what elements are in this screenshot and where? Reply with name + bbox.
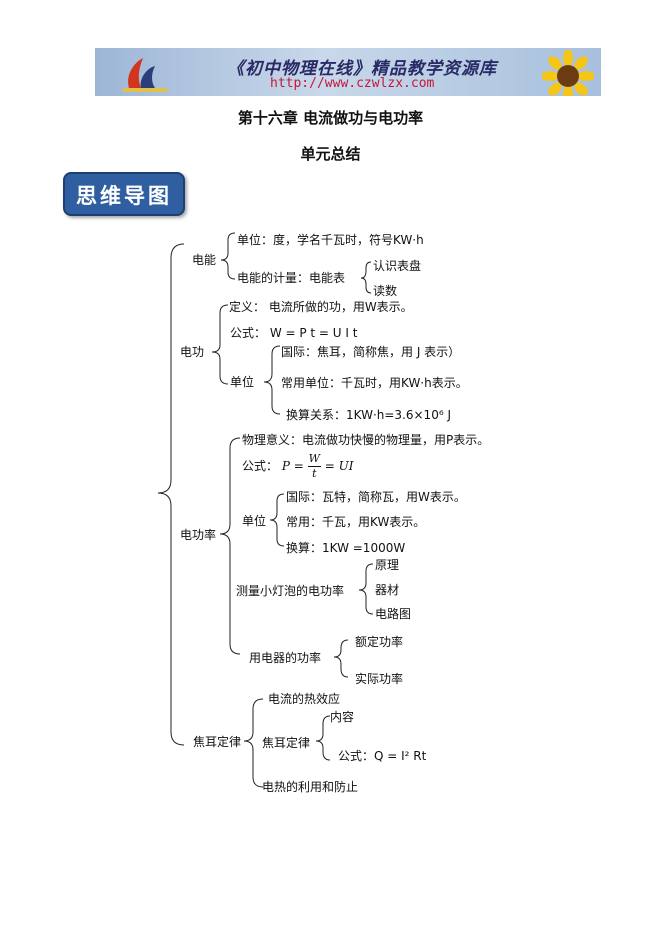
root-brace: [157, 243, 185, 746]
node-joule-law-1: 内容: [330, 710, 355, 724]
node-dg-unit: 单位: [230, 375, 255, 389]
node-p-measure: 测量小灯泡的电功率: [236, 584, 345, 598]
node-joule-2: 电热的利用和防止: [262, 780, 359, 794]
chapter-title: 第十六章 电流做功与电功率: [237, 109, 424, 127]
p-formula-lhs: P =: [281, 459, 304, 473]
node-p-appliance-1: 额定功率: [355, 635, 404, 649]
power-brace: [219, 437, 241, 655]
node-p-measure-1: 原理: [375, 558, 400, 572]
node-dg-unit-3: 换算关系：1KW·h=3.6×10⁶ J: [286, 408, 451, 422]
node-p-unit-1: 国际：瓦特，简称瓦，用W表示。: [286, 490, 466, 504]
p-measure-brace: [358, 563, 374, 615]
node-joule-1: 电流的热效应: [268, 692, 341, 706]
meter-brace: [360, 261, 372, 294]
node-measure-2: 读数: [373, 284, 398, 298]
p-formula-den: t: [312, 467, 317, 480]
joule-brace: [243, 698, 264, 788]
node-p-appliance: 用电器的功率: [249, 651, 322, 665]
header-banner: 《初中物理在线》精品教学资源库 http://www.czwlzx.com: [95, 48, 601, 96]
p-formula-fraction: W t: [307, 452, 321, 481]
node-p-measure-3: 电路图: [375, 607, 412, 621]
node-diangonglv: 电功率: [180, 528, 217, 542]
joule-law-brace: [315, 715, 331, 761]
node-diangong: 电功: [180, 345, 205, 359]
mindmap-badge: 思维导图: [63, 172, 185, 216]
banner-url: http://www.czwlzx.com: [270, 76, 435, 91]
node-dianneng: 电能: [192, 253, 217, 267]
node-dianneng-unit: 单位：度，学名千瓦时，符号KW·h: [237, 233, 424, 247]
section-subtitle: 单元总结: [300, 145, 361, 163]
node-joule: 焦耳定律: [193, 735, 242, 749]
node-dianneng-measure: 电能的计量：电能表: [237, 271, 346, 285]
node-p-measure-2: 器材: [375, 583, 400, 597]
sunflower-icon: [542, 50, 594, 96]
dianneng-brace: [220, 232, 236, 280]
dg-unit-brace: [263, 345, 281, 415]
node-dg-unit-2: 常用单位：千瓦时，用KW·h表示。: [281, 376, 468, 390]
banner-title: 《初中物理在线》精品教学资源库: [227, 59, 497, 79]
node-p-formula: 公式： P = W t = UI: [242, 452, 354, 481]
node-dg-def: 定义： 电流所做的功，用W表示。: [229, 300, 413, 314]
node-p-unit-3: 换算：1KW =1000W: [286, 541, 406, 555]
p-unit-brace: [269, 493, 285, 547]
node-measure-1: 认识表盘: [373, 259, 422, 273]
node-joule-law-2: 公式：Q = I² Rt: [338, 749, 427, 763]
p-appliance-brace: [333, 639, 349, 678]
p-formula-label: 公式：: [242, 459, 279, 473]
node-joule-law: 焦耳定律: [262, 736, 311, 750]
p-formula-num: W: [307, 452, 321, 467]
p-formula-rhs: = UI: [324, 459, 354, 473]
diangong-brace: [211, 304, 229, 385]
node-p-appliance-2: 实际功率: [355, 672, 404, 686]
site-logo-icon: [123, 58, 167, 92]
node-p-unit: 单位: [242, 514, 267, 528]
node-p-meaning: 物理意义：电流做功快慢的物理量，用P表示。: [242, 433, 490, 447]
node-dg-unit-1: 国际：焦耳，简称焦，用 J 表示）: [281, 345, 461, 359]
node-dg-formula: 公式： W = P t = U I t: [230, 326, 358, 340]
node-p-unit-2: 常用：千瓦，用KW表示。: [286, 515, 426, 529]
